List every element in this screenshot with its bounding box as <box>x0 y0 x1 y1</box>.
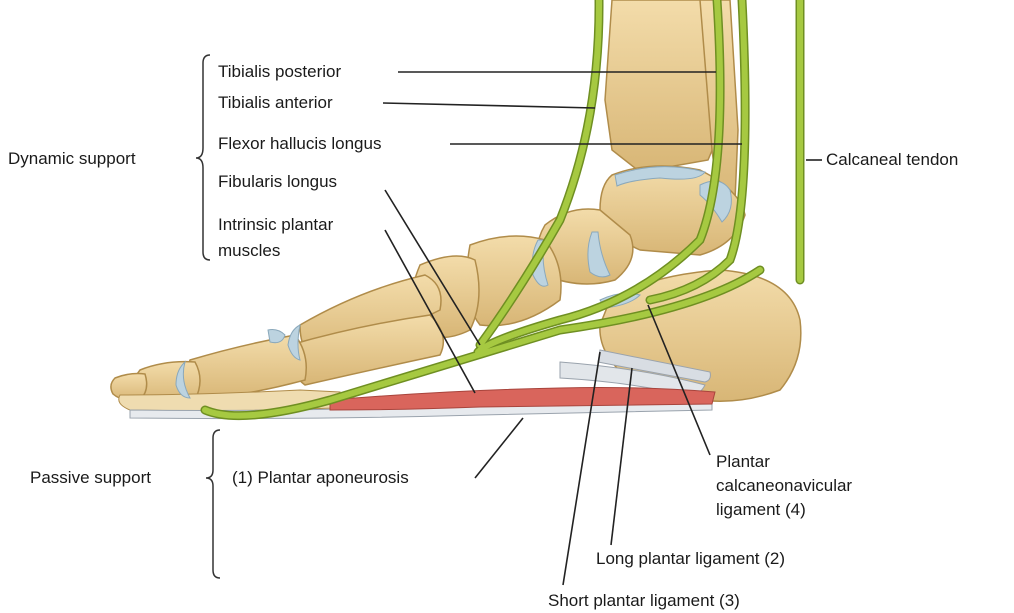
label-intrinsic-line1: Intrinsic plantar <box>218 215 333 235</box>
label-calcaneonavicular-line3: ligament (4) <box>716 500 806 520</box>
passive-support-brace <box>206 430 220 578</box>
leader-short-plantar <box>563 352 600 585</box>
leader-plantar-aponeurosis <box>475 418 523 478</box>
passive-support-label: Passive support <box>30 468 151 488</box>
label-short-plantar-ligament: Short plantar ligament (3) <box>548 591 740 611</box>
label-calcaneal-tendon: Calcaneal tendon <box>826 150 958 170</box>
label-calcaneonavicular-line2: calcaneonavicular <box>716 476 852 496</box>
dynamic-support-brace <box>196 55 210 260</box>
label-tibialis-anterior: Tibialis anterior <box>218 93 333 113</box>
label-calcaneonavicular-line1: Plantar <box>716 452 770 472</box>
label-plantar-aponeurosis: (1) Plantar aponeurosis <box>232 468 409 488</box>
label-tibialis-posterior: Tibialis posterior <box>218 62 341 82</box>
label-long-plantar-ligament: Long plantar ligament (2) <box>596 549 785 569</box>
label-intrinsic-line2: muscles <box>218 241 280 261</box>
leader-tibialis-anterior <box>383 103 595 108</box>
dynamic-support-label: Dynamic support <box>8 149 136 169</box>
label-flexor-hallucis-longus: Flexor hallucis longus <box>218 134 381 154</box>
label-fibularis-longus: Fibularis longus <box>218 172 337 192</box>
